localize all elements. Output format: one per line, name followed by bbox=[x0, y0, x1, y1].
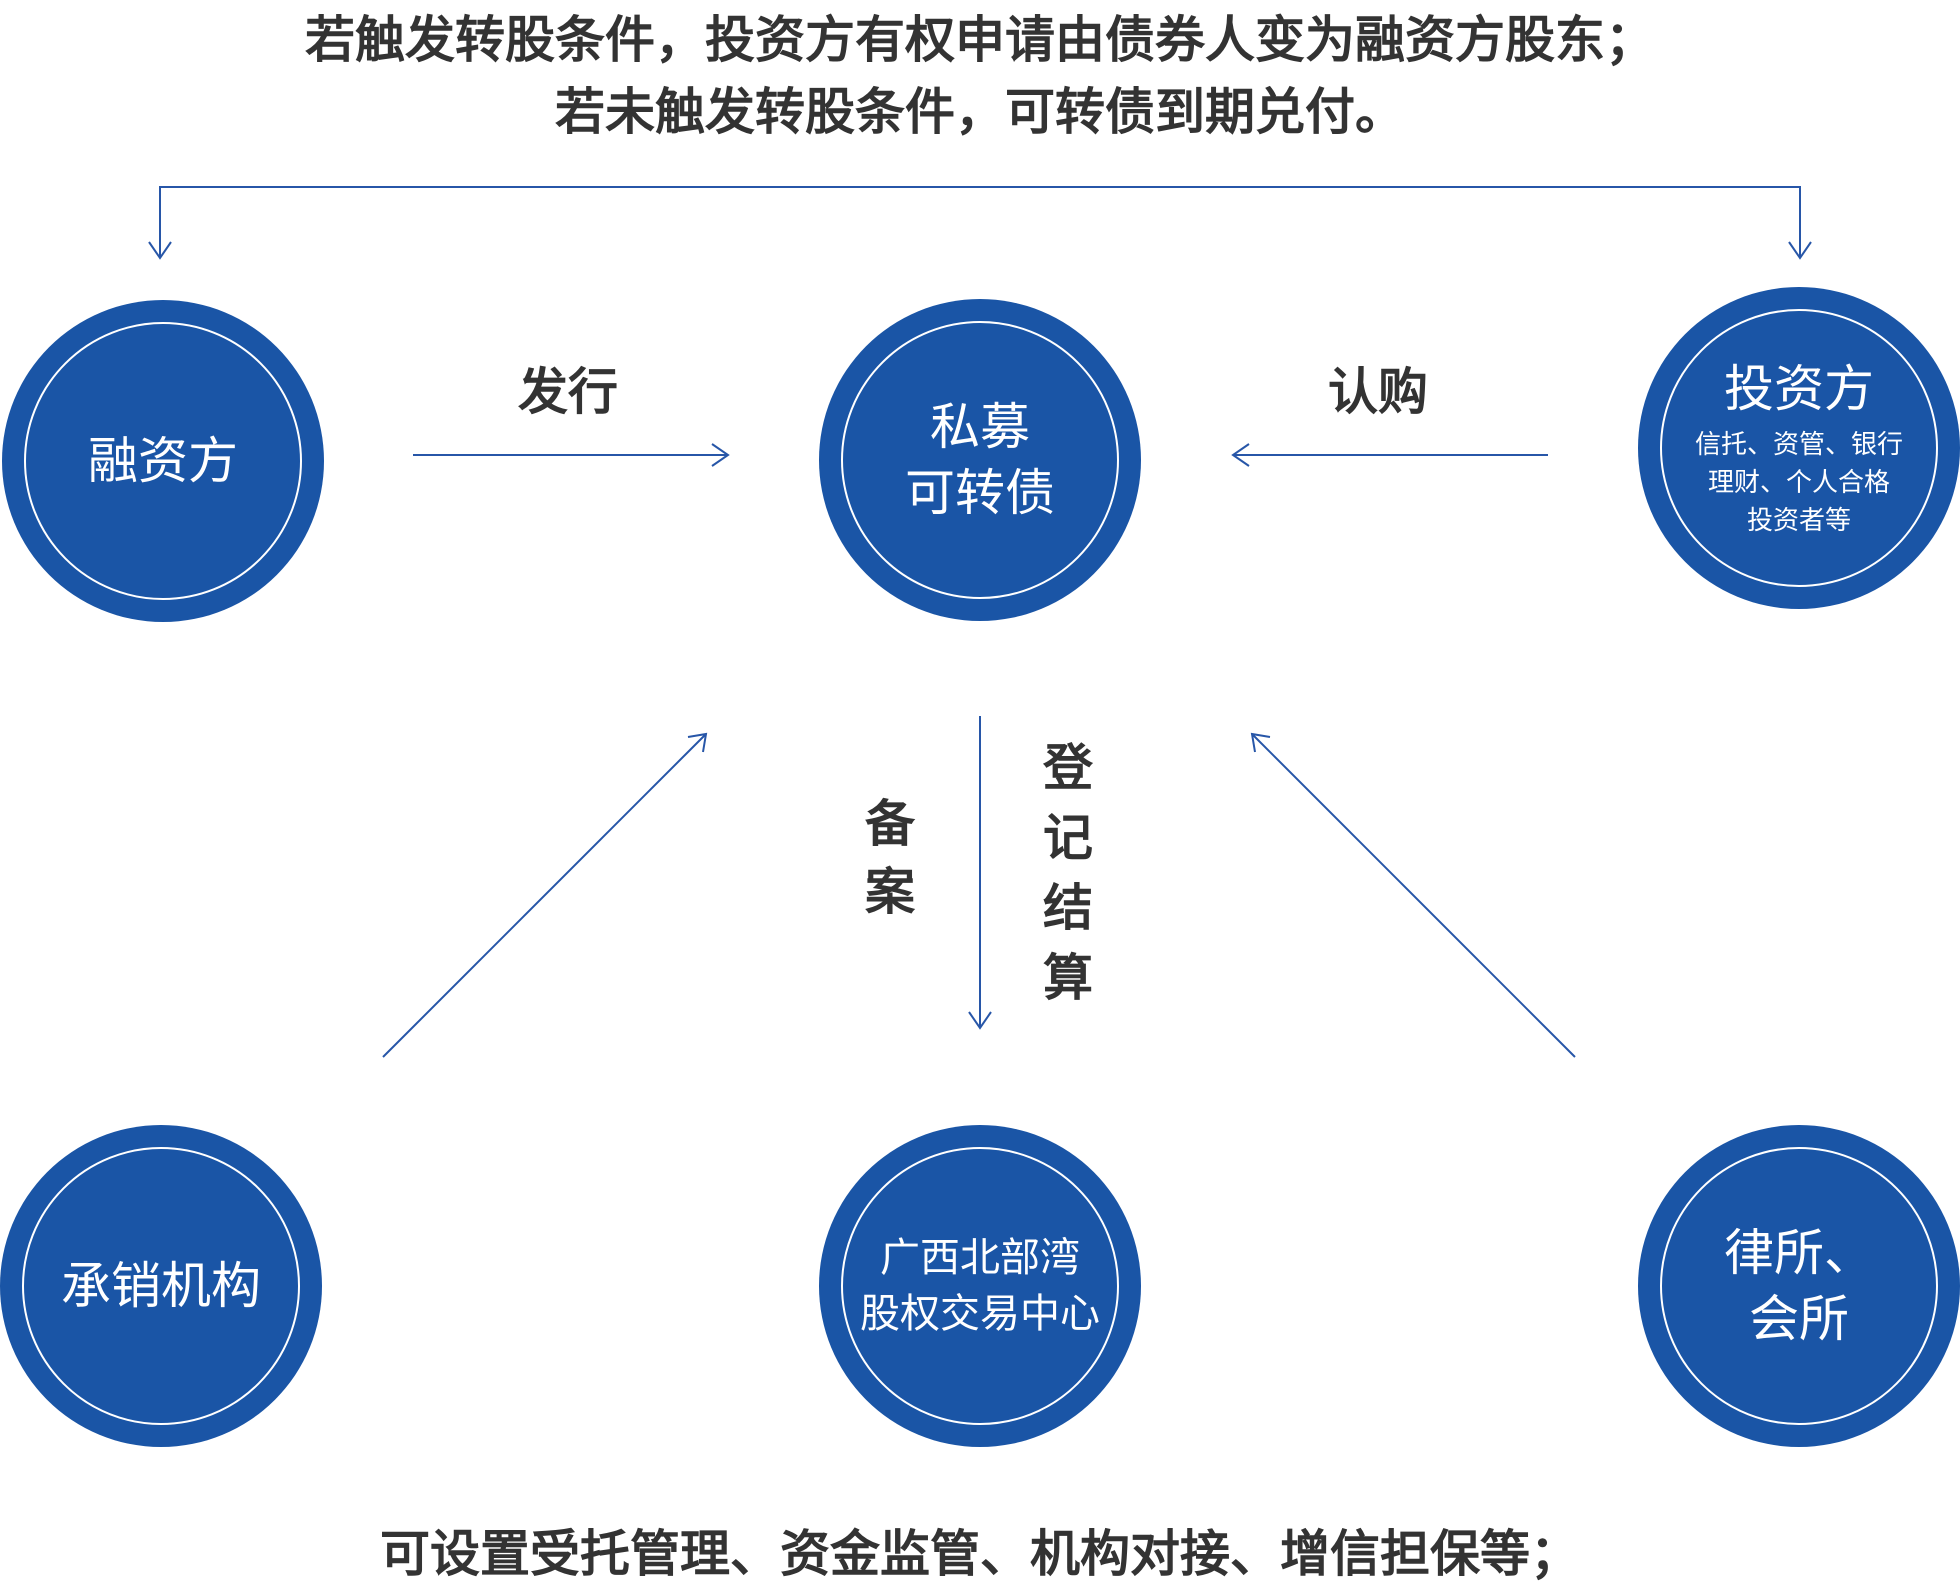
firms-node: 律所、 会所 bbox=[1638, 1125, 1960, 1447]
issue-label: 发行 bbox=[518, 363, 618, 421]
investor-label: 投资方 bbox=[1724, 360, 1874, 418]
firms-arrowhead bbox=[1250, 732, 1271, 753]
investor-ring bbox=[1660, 309, 1938, 587]
arrowhead-investor bbox=[1788, 241, 1812, 260]
conversion-bracket-line bbox=[159, 186, 1801, 258]
investor-sub-line1: 信托、资管、银行 bbox=[1694, 430, 1903, 460]
top-caption-line1: 若触发转股条件，投资方有权申请由债券人变为融资方股东； bbox=[305, 11, 1655, 69]
underwriter-label: 承销机构 bbox=[61, 1257, 261, 1315]
underwriter-node: 承销机构 bbox=[0, 1125, 322, 1447]
registration-arrowhead bbox=[968, 1011, 992, 1030]
exchange-label-line2: 股权交易中心 bbox=[860, 1291, 1100, 1337]
underwriter-arrow-line bbox=[382, 733, 707, 1058]
bond-label-line2: 可转债 bbox=[905, 464, 1055, 522]
bond-ring bbox=[841, 321, 1119, 599]
exchange-ring bbox=[841, 1147, 1119, 1425]
firms-label-line2: 会所 bbox=[1749, 1290, 1849, 1348]
exchange-node: 广西北部湾 股权交易中心 bbox=[819, 1125, 1141, 1447]
investor-node: 投资方 信托、资管、银行 理财、个人合格 投资者等 bbox=[1638, 287, 1960, 609]
firms-ring bbox=[1660, 1147, 1938, 1425]
top-caption: 若触发转股条件，投资方有权申请由债券人变为融资方股东； 若未触发转股条件，可转债… bbox=[0, 4, 1960, 148]
investor-sub-line3: 投资者等 bbox=[1746, 506, 1851, 536]
financier-node: 融资方 bbox=[2, 300, 324, 622]
subscribe-label: 认购 bbox=[1328, 363, 1428, 421]
bond-label-line1: 私募 bbox=[930, 398, 1030, 456]
bottom-caption: 可设置受托管理、资金监管、机构对接、增信担保等； bbox=[380, 1525, 1580, 1583]
bond-node: 私募 可转债 bbox=[819, 299, 1141, 621]
registration-label: 登记结算 bbox=[1043, 739, 1093, 1007]
exchange-label-line1: 广西北部湾 bbox=[880, 1235, 1080, 1281]
underwriter-ring bbox=[22, 1147, 300, 1425]
filing-label: 备案 bbox=[865, 795, 915, 921]
issue-arrowhead bbox=[711, 443, 730, 467]
top-caption-line2: 若未触发转股条件，可转债到期兑付。 bbox=[555, 83, 1405, 141]
firms-arrow-line bbox=[1251, 733, 1576, 1058]
financier-ring bbox=[24, 322, 302, 600]
financier-label: 融资方 bbox=[88, 432, 238, 490]
investor-sub-line2: 理财、个人合格 bbox=[1707, 468, 1890, 498]
firms-label-line1: 律所、 bbox=[1724, 1224, 1874, 1282]
subscribe-arrowhead bbox=[1231, 443, 1250, 467]
arrowhead-financier bbox=[148, 241, 172, 260]
underwriter-arrowhead bbox=[687, 732, 708, 753]
